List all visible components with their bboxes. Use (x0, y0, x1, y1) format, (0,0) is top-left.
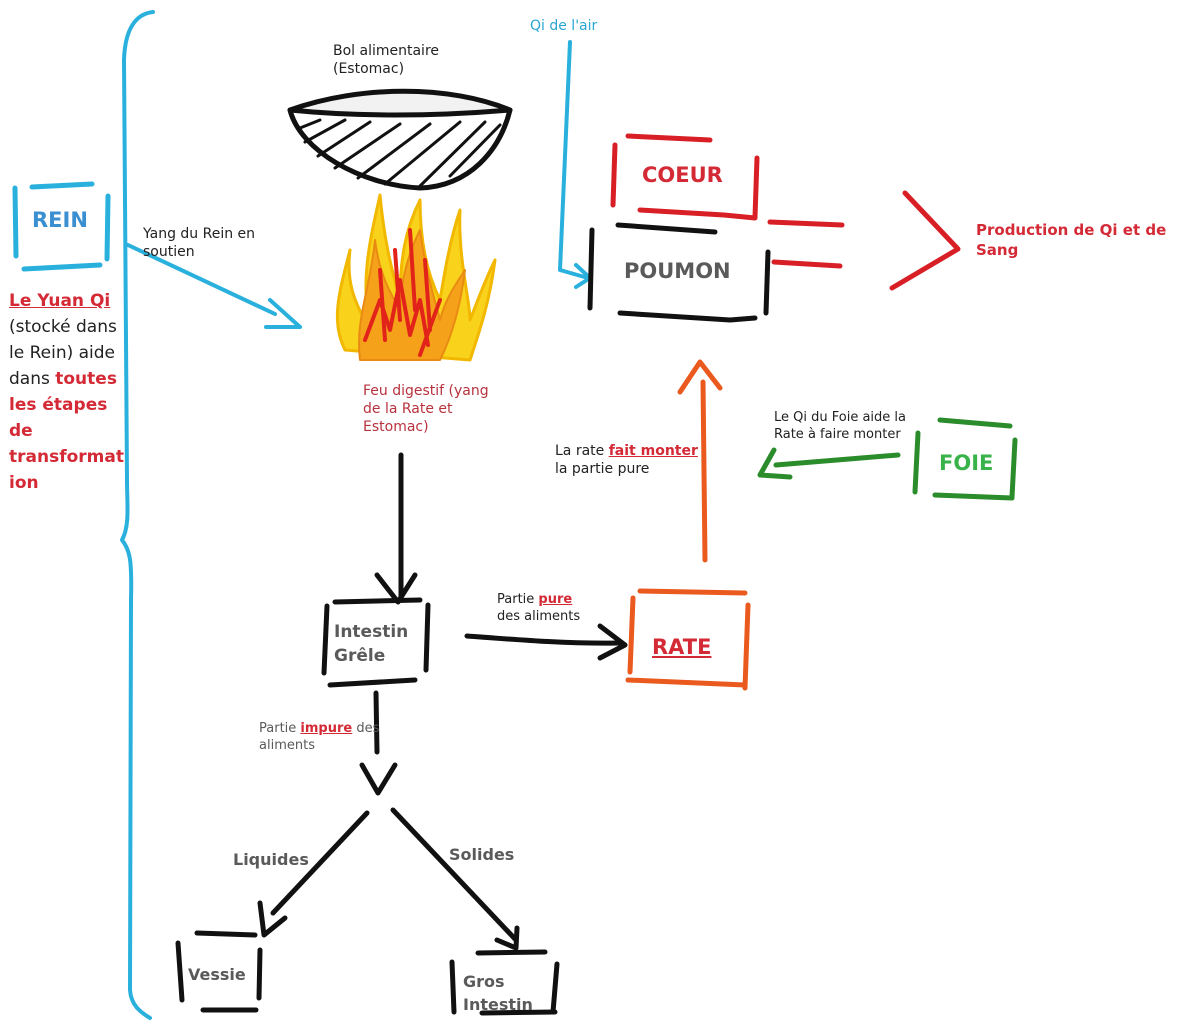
partie-pure-line-2: des aliments (497, 608, 581, 624)
yuan-qi-line-2: le Rein) aide (9, 343, 116, 363)
foie-aide-line-1: Le Qi du Foie aide la (774, 410, 906, 425)
yuan-qi-em-1: les étapes (9, 395, 108, 415)
rate-up-arrow (677, 359, 723, 563)
feu-line-1: Feu digestif (yang (363, 383, 489, 399)
bol-line-2: (Estomac) (333, 61, 405, 78)
yang-rein-line-1: Yang du Rein en (143, 226, 256, 242)
yuan-qi-em-4: ion (9, 473, 39, 493)
partie-pure-label: Partie pure des aliments (497, 592, 580, 626)
rate-monter-line-2: la partie pure (555, 461, 650, 478)
foie-aide-line-2: Rate à faire monter (774, 426, 901, 442)
yuan-qi-title: Le Yuan Qi (9, 291, 111, 311)
impure-arrow (359, 690, 398, 796)
solides-label: Solides (449, 845, 515, 864)
yuan-qi-brace (120, 10, 155, 1020)
bol-label: Bol alimentaire (Estomac) (333, 42, 439, 78)
fire-to-intestin-arrow (374, 452, 418, 605)
organ-rate: RATE (652, 635, 712, 659)
feu-label: Feu digestif (yang de la Rate et Estomac… (363, 382, 489, 437)
partie-impure-label: Partie impure des aliments (259, 721, 379, 755)
partie-pure-pre: Partie (497, 592, 539, 607)
foie-arrow (757, 447, 901, 480)
rate-monter-label: La rate fait monter la partie pure (555, 442, 698, 478)
partie-impure-post: des (352, 721, 380, 736)
qi-air-arrow (558, 40, 592, 289)
production-line-1: Production de Qi et de (976, 221, 1167, 239)
gros-intestin-line-2: Intestin (463, 995, 533, 1014)
partie-impure-em: impure (300, 721, 353, 736)
coeur-box (610, 133, 760, 221)
yuan-qi-note: Le Yuan Qi (stocké dans le Rein) aide da… (9, 288, 129, 496)
yuan-qi-em-2: de (9, 421, 33, 441)
rate-box (625, 588, 751, 691)
partie-pure-line-1: Partie pure (497, 592, 580, 609)
yuan-qi-line-3: dans toutes (9, 366, 129, 392)
bowl-drawing (287, 88, 513, 191)
organ-gros-intestin: Gros Intestin (463, 970, 533, 1016)
partie-impure-pre: Partie (259, 721, 301, 736)
yang-rein-arrow (126, 243, 302, 329)
yuan-qi-dans: dans (9, 369, 56, 389)
yuan-qi-em-3: transformat (9, 447, 124, 467)
yang-rein-line-2: soutien (143, 244, 195, 261)
digestive-fire-drawing (335, 193, 497, 362)
organ-poumon: POUMON (624, 259, 731, 283)
pure-arrow (464, 623, 628, 661)
gros-intestin-line-1: Gros (463, 972, 505, 991)
rate-monter-pre: La rate (555, 443, 609, 459)
intestin-grele-box (321, 597, 431, 688)
liquides-arrow (257, 810, 370, 938)
organ-intestin-grele: Intestin Grêle (334, 620, 408, 668)
rate-monter-em: fait monter (608, 443, 698, 459)
gros-intestin-box (449, 949, 560, 1016)
feu-line-2: de la Rate et (363, 401, 453, 418)
qi-air-label: Qi de l'air (530, 18, 598, 34)
intestin-grele-line-1: Intestin (334, 622, 409, 642)
yuan-qi-line-1: (stocké dans (9, 317, 117, 337)
vessie-box (175, 930, 263, 1013)
organ-foie: FOIE (939, 451, 994, 475)
production-arrow (767, 190, 961, 291)
partie-pure-em: pure (538, 592, 573, 607)
yang-rein-label: Yang du Rein en soutien (143, 225, 255, 261)
rate-monter-line-1: La rate fait monter (555, 442, 698, 460)
foie-aide-label: Le Qi du Foie aide la Rate à faire monte… (774, 410, 906, 444)
production-line-2: Sang (976, 240, 1019, 259)
bol-line-1: Bol alimentaire (333, 43, 440, 59)
organ-rein: REIN (32, 208, 88, 232)
poumon-box (587, 222, 771, 323)
partie-impure-line-2: aliments (259, 737, 315, 753)
partie-impure-line-1: Partie impure des (259, 721, 379, 738)
solides-arrow (390, 807, 520, 951)
feu-line-3: Estomac) (363, 419, 429, 436)
intestin-grele-line-2: Grêle (334, 646, 386, 666)
foie-box (912, 417, 1018, 501)
rein-box (12, 181, 111, 272)
organ-coeur: COEUR (642, 163, 723, 187)
yuan-qi-em-0: toutes (55, 369, 117, 389)
production-label: Production de Qi et de Sang (976, 221, 1166, 260)
liquides-label: Liquides (233, 850, 309, 869)
organ-vessie: Vessie (188, 965, 246, 984)
